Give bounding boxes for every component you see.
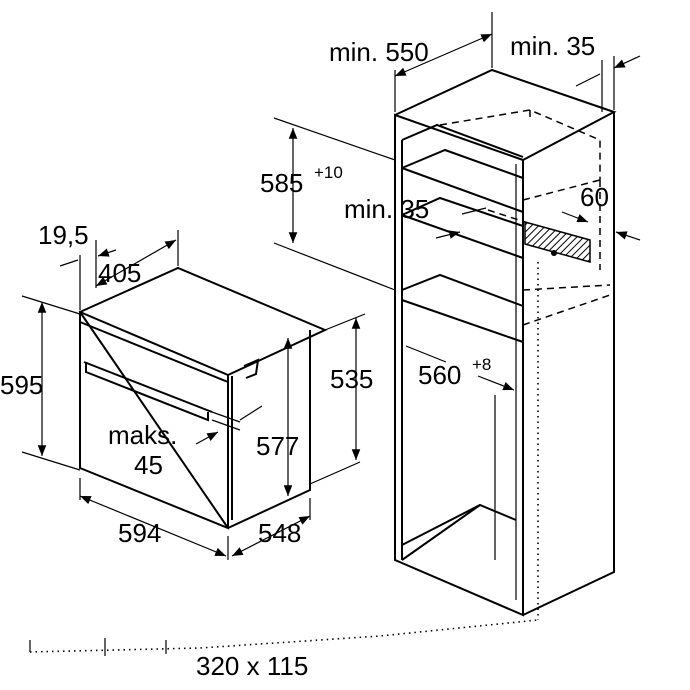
oven-ext-right — [309, 313, 366, 485]
label-body-depth: 405 — [98, 258, 141, 288]
oven-ghost — [79, 311, 229, 529]
vent-hatch — [524, 221, 591, 263]
ext-lines-niche — [273, 117, 396, 291]
oven-ext-left — [21, 295, 81, 471]
label-oven-width: 594 — [118, 518, 161, 548]
handle-ext — [211, 411, 241, 431]
label-oven-depth: 548 — [258, 518, 301, 548]
niche-floor-front — [401, 299, 524, 343]
label-vent-depth: 60 — [580, 182, 609, 212]
cabinet-top — [394, 68, 617, 161]
oven-top — [79, 266, 328, 376]
label-niche-height: 585 — [260, 168, 303, 198]
label-handle-value: 45 — [134, 450, 163, 480]
vent-depth-arrow — [561, 211, 589, 223]
upper-shelf-back — [401, 123, 524, 158]
control-panel-line — [79, 321, 229, 383]
label-front-offset: 19,5 — [38, 220, 89, 250]
label-oven-height: 595 — [0, 370, 43, 400]
plinth-edge — [401, 504, 481, 546]
handle-bar — [83, 361, 213, 413]
door-hinge — [243, 358, 260, 379]
cable-point — [551, 250, 557, 256]
vent-dash-link — [487, 209, 526, 223]
niche-width-arrows — [405, 345, 514, 390]
label-vent-gap: min. 35 — [344, 194, 429, 224]
label-side-gap: min. 35 — [510, 31, 595, 61]
cabinet — [29, 68, 617, 653]
body-depth-arrow — [95, 239, 177, 287]
label-niche-width-tol: +8 — [472, 355, 491, 374]
cable-ticks — [29, 638, 167, 656]
side-gap-arrows — [575, 55, 641, 87]
cabinet-dimensions — [273, 12, 641, 560]
dashed-niche-bottom — [522, 294, 611, 326]
upper-shelf-front — [401, 167, 524, 213]
oven-dimensions — [21, 230, 366, 656]
oven-depth-arrow — [231, 515, 311, 557]
handle-arrows — [195, 405, 263, 445]
width-arrow — [79, 495, 227, 557]
label-cabinet-depth: min. 550 — [329, 37, 429, 67]
label-body-height: 535 — [330, 364, 373, 394]
niche-top — [401, 196, 524, 227]
cabinet-side — [522, 112, 615, 616]
depth-arrow — [394, 33, 493, 77]
upper-shelf — [401, 148, 524, 179]
ext-lines-top — [394, 12, 615, 112]
label-handle-text: maks. — [108, 420, 177, 450]
plinth-top — [401, 503, 517, 561]
vent-gap-arrows — [435, 207, 487, 238]
label-door-height: 577 — [256, 431, 299, 461]
oven — [79, 266, 328, 530]
label-niche-width: 560 — [418, 360, 461, 390]
label-niche-height-tol: +10 — [314, 163, 343, 182]
back-arrow — [615, 231, 641, 241]
dashed-vent-bottom — [522, 284, 611, 291]
dashed-back-top — [439, 109, 601, 180]
niche-floor — [401, 273, 524, 307]
dashed-vent-top — [522, 179, 601, 201]
oven-side — [227, 330, 311, 529]
handle-grip — [85, 362, 209, 422]
label-cable-opening: 320 x 115 — [196, 651, 308, 681]
cable-line — [29, 619, 539, 653]
